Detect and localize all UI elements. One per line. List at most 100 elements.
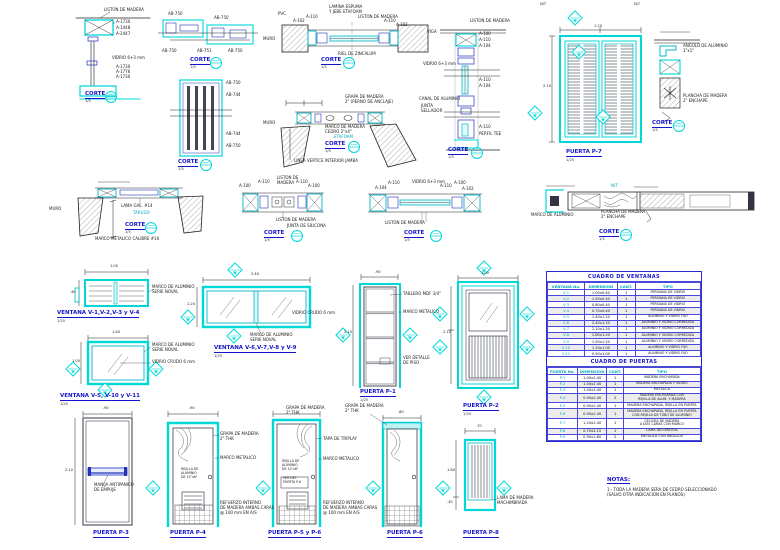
corte-label: CORTE	[404, 230, 425, 238]
annotation-label: A-110	[296, 179, 308, 184]
annotation-label: A-110	[479, 77, 491, 82]
annotation-label: REJILLA DE ALUMINIO DE 12"x6"	[282, 459, 300, 471]
detail-section-k	[368, 193, 482, 242]
annotation-label: ETAFOAM	[334, 134, 353, 139]
annotation-label: 1/25	[60, 402, 69, 406]
detail-section-c	[170, 79, 232, 171]
row-cell: 1	[606, 418, 624, 429]
annotation-label: .70	[476, 424, 482, 428]
annotation-label: GRAPA DE MADERA 2" THK	[345, 403, 384, 413]
window-v5-v10-v11-elevation	[65, 335, 164, 398]
annotation-label: .90	[375, 270, 381, 274]
annotation-label: 2.10	[344, 330, 353, 334]
column-header: CANT.	[616, 282, 636, 290]
detail-section-j	[242, 192, 324, 242]
annotation-label: AB-750	[226, 143, 241, 148]
annotation-label: MANIJA ANTIPANICO DE EMPUJE	[94, 482, 134, 492]
corte-label: CORTE	[321, 57, 342, 65]
annotation-label: 1.20	[594, 24, 603, 28]
annotation-label: 1/5	[325, 149, 331, 153]
row-cell: MADERA ENCHAPADA, REJILLA EN PUERTA	[622, 402, 702, 410]
column-header: DIMENSION	[576, 367, 608, 376]
annotation-label: MARCO DE ALUMINIO SERIE NOVAL	[152, 342, 195, 352]
detail-section-i	[77, 181, 204, 239]
notes-block: NOTAS: 1.- TODA LA MADERA SERA DE CEDRO …	[607, 466, 767, 497]
ventanas-table-title: CUADRO DE VENTANAS	[547, 272, 701, 282]
annotation-label: A-2447	[116, 31, 131, 36]
annotation-label: LAMA GAL. #14	[121, 203, 153, 208]
row-cell: 1.20x2.40	[576, 418, 608, 429]
corte-label: CORTE	[325, 141, 346, 149]
notes-title: NOTAS:	[607, 477, 631, 484]
column-header: TIPO	[622, 367, 702, 376]
annotation-label: 1/5	[321, 65, 327, 69]
annotation-label: MURO	[263, 36, 276, 41]
door-p7-elevation	[527, 10, 642, 143]
annotation-label: VIDRIO 6+3 mm	[423, 61, 456, 66]
annotation-label: REFUERZO INTERNO DE MADERA AMBAS CARAS @…	[220, 500, 275, 515]
drawing-title-label: PUERTA P-5 y P-6	[268, 530, 322, 539]
annotation-label: AB-744	[226, 131, 241, 136]
door-p4-elevation	[166, 411, 220, 527]
annotation-label: 2.10	[65, 468, 74, 472]
annotation-label: MURO	[263, 120, 276, 125]
annotation-label: LISTON DE MADERA	[470, 18, 510, 23]
annotation-label: JUNTA DE SILICONA	[287, 223, 326, 228]
annotation-label: AB-750	[162, 48, 177, 53]
annotation-label: AB-750	[168, 11, 183, 16]
corte-label: CORTE	[599, 229, 620, 237]
corte-label: CORTE	[85, 91, 106, 99]
row-cell: 1	[616, 350, 636, 358]
annotation-label: A-102	[293, 18, 305, 23]
annotation-label: MURO	[49, 206, 62, 211]
door-p8-elevation	[453, 428, 512, 512]
row-id-cell: P-7	[547, 418, 578, 429]
row-cell: 0.90x1.00	[584, 350, 618, 358]
annotation-label: N/T	[634, 2, 641, 6]
annotation-label: VER DETALLE DE PISO	[403, 355, 430, 365]
annotation-label: LAMA DE MADERA MACHIMBRADA	[497, 495, 534, 505]
annotation-label: A-100	[239, 183, 251, 188]
annotation-label: VER DET. PUERTA P-6	[283, 476, 302, 484]
annotation-label: AB-750	[226, 80, 241, 85]
row-cell: CELOSIA DE MADERA A DOS CARAS CON MARCO	[622, 418, 702, 429]
puertas-table-title: CUADRO DE PUERTAS	[547, 357, 701, 368]
column-header: CANT.	[606, 367, 624, 376]
annotation-label: 1/5	[264, 238, 270, 242]
drawing-title-label: PUERTA P-4	[170, 530, 206, 539]
drawing-title-label: PUERTA P-2	[463, 403, 499, 412]
annotation-label: PERFIL TEE	[479, 131, 502, 136]
annotation-label: MARCO METALICO	[403, 309, 440, 314]
annotation-label: .80	[398, 410, 404, 414]
door-p2-elevation	[432, 260, 535, 405]
door-p6-elevation	[369, 413, 423, 527]
annotation-label: PLANCHA DE MADERA 2" ENCHAPE	[683, 93, 728, 103]
corte-label: CORTE	[190, 57, 211, 65]
corte-label: CORTE	[448, 147, 469, 155]
drawing-title-label: PUERTA P-1	[360, 389, 396, 398]
annotation-label: PVC	[278, 11, 286, 16]
annotation-label: A-104	[375, 185, 387, 190]
annotation-label: 1.00	[481, 271, 490, 275]
annotation-label: A-110	[388, 180, 400, 185]
annotation-label: PLANCHA DE MADERA 2" ENCHAPE	[601, 209, 646, 219]
corte-label: CORTE	[125, 222, 146, 230]
annotation-label: 1/25	[463, 412, 472, 416]
drawing-title-label: VENTANA V-6,V-7,V-8 y V-9	[214, 345, 297, 354]
annotation-label: MARCO DE MADERA CEDRO 2"x4"	[325, 124, 366, 134]
annotation-label: ANGULO DE ALUMINIO 1"x1"	[683, 43, 728, 53]
annotation-label: VIGA	[427, 29, 437, 34]
annotation-label: 2.10	[543, 84, 552, 88]
row-cell: 1	[606, 386, 624, 394]
annotation-label: VIDRIO CRUDO 6 mm	[292, 310, 335, 315]
